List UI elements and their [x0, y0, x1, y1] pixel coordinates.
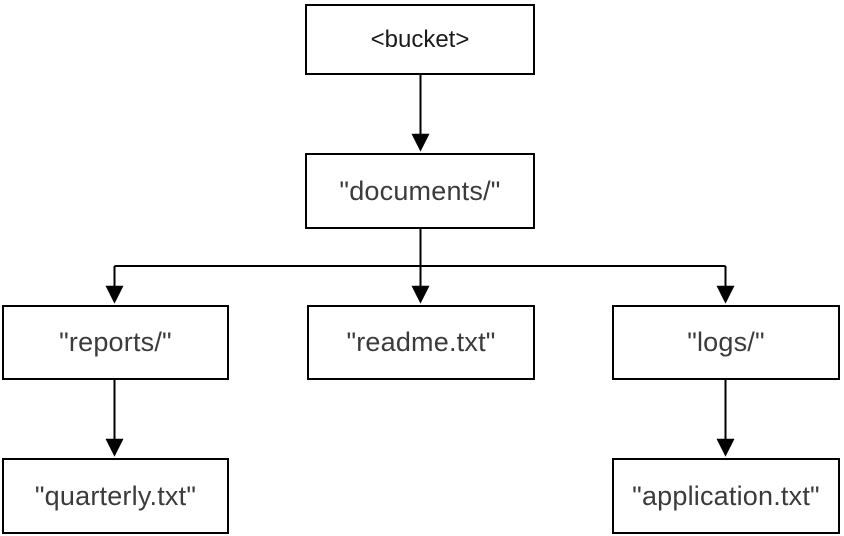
node-documents-label: "documents/" [339, 175, 501, 206]
node-bucket: <bucket> [305, 4, 535, 75]
node-readme: "readme.txt" [307, 305, 535, 380]
node-readme-label: "readme.txt" [346, 327, 496, 357]
node-quarterly-label: "quarterly.txt" [34, 480, 197, 511]
node-logs: "logs/" [612, 305, 840, 380]
node-bucket-label: <bucket> [370, 25, 470, 53]
node-documents: "documents/" [305, 153, 535, 229]
node-application-label: "application.txt" [632, 480, 820, 511]
node-logs-label: "logs/" [687, 327, 765, 357]
node-reports-label: "reports/" [59, 327, 172, 357]
node-reports: "reports/" [2, 305, 229, 380]
node-application: "application.txt" [612, 458, 840, 534]
node-quarterly: "quarterly.txt" [2, 458, 229, 534]
